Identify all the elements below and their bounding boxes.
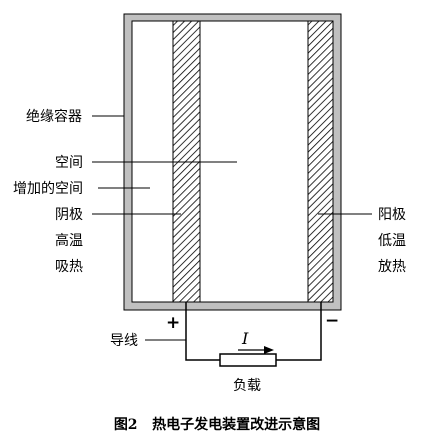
label-current: I xyxy=(241,329,249,348)
label-anode-temp: 低温 xyxy=(378,233,406,249)
wire-left xyxy=(185,302,220,361)
label-minus: − xyxy=(325,311,339,331)
anode-plate xyxy=(307,20,334,303)
label-anode: 阳极 xyxy=(378,207,406,223)
label-space: 空间 xyxy=(55,155,83,171)
label-anode-heat: 放热 xyxy=(378,259,406,275)
label-cathode-heat: 吸热 xyxy=(55,259,83,275)
label-added-space: 增加的空间 xyxy=(13,181,83,197)
label-cathode: 阴极 xyxy=(55,207,83,223)
label-plus: + xyxy=(166,313,180,333)
wire-right xyxy=(276,302,322,361)
current-arrowhead xyxy=(264,346,274,354)
load-resistor xyxy=(219,353,277,367)
figure-caption: 图2 热电子发电装置改进示意图 xyxy=(114,416,320,433)
label-wire: 导线 xyxy=(110,333,138,349)
label-cathode-temp: 高温 xyxy=(55,232,83,249)
label-insulated-container: 绝缘容器 xyxy=(26,108,82,125)
label-load: 负载 xyxy=(233,378,261,394)
